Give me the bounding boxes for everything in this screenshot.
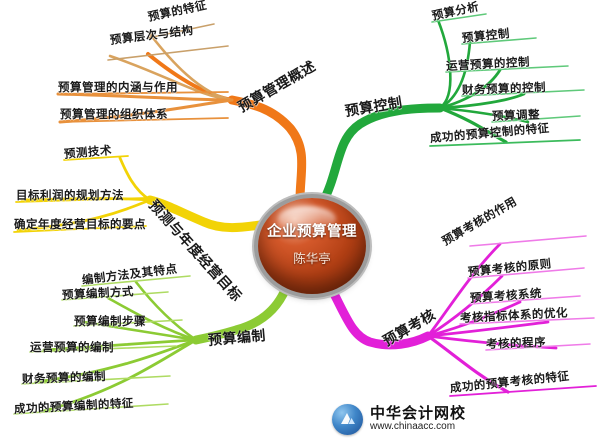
branch-line-overview bbox=[56, 23, 307, 205]
branch-line-appraisal bbox=[325, 235, 597, 397]
sub-item-overview-3[interactable]: 预算管理的组织体系 bbox=[60, 107, 168, 121]
sub-item-preparation-2[interactable]: 预算编制步骤 bbox=[74, 314, 146, 328]
branch-line-preparation bbox=[13, 275, 291, 415]
central-topic-title: 企业预算管理 bbox=[267, 223, 357, 240]
sub-item-appraisal-4[interactable]: 考核的程序 bbox=[485, 334, 547, 351]
sub-item-forecast-1[interactable]: 目标利润的规划方法 bbox=[16, 188, 124, 202]
sub-item-preparation-4[interactable]: 财务预算的编制 bbox=[21, 369, 107, 386]
sub-item-forecast-2[interactable]: 确定年度经营目标的要点 bbox=[14, 217, 146, 231]
sub-item-control-3[interactable]: 财务预算的控制 bbox=[461, 80, 547, 97]
central-topic-author: 陈华亭 bbox=[293, 251, 331, 267]
branch-line-control bbox=[317, 13, 585, 209]
watermark-url: www.chinaacc.com bbox=[370, 421, 456, 433]
book-logo-icon bbox=[332, 404, 363, 435]
watermark-name: 中华会计网校 bbox=[370, 404, 467, 423]
central-topic-node[interactable]: 企业预算管理 陈华亭 bbox=[258, 198, 366, 294]
branch-line-forecast bbox=[13, 155, 273, 233]
sub-item-preparation-3[interactable]: 运营预算的编制 bbox=[30, 340, 114, 354]
watermark: 中华会计网校 www.chinaacc.com bbox=[332, 404, 466, 435]
sub-item-overview-2[interactable]: 预算管理的内涵与作用 bbox=[58, 80, 178, 94]
